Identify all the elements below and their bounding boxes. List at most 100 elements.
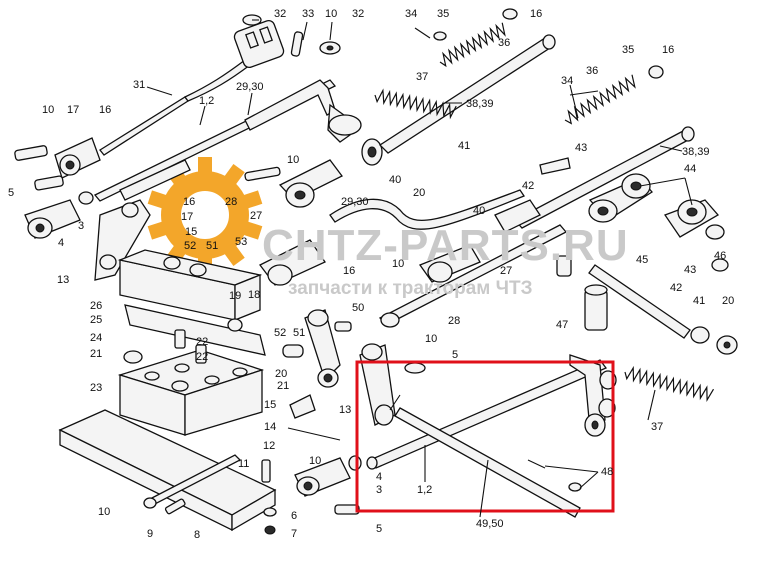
- label-41: 41: [458, 140, 470, 152]
- label-15: 15: [264, 399, 276, 411]
- label-21: 21: [90, 348, 102, 360]
- label-37: 37: [416, 71, 428, 83]
- label-49-50: 49,50: [476, 518, 504, 530]
- label-5: 5: [452, 349, 458, 361]
- label-48: 48: [601, 466, 613, 478]
- gear-tooth: [242, 221, 263, 240]
- label-8: 8: [194, 529, 200, 541]
- label-47: 47: [556, 319, 568, 331]
- label-16: 16: [99, 104, 111, 116]
- label-16: 16: [343, 265, 355, 277]
- label-36: 36: [498, 37, 510, 49]
- label-42: 42: [522, 180, 534, 192]
- label-51: 51: [293, 327, 305, 339]
- label-34: 34: [561, 75, 573, 87]
- rod-31-assembly: [99, 14, 341, 156]
- label-5: 5: [376, 523, 382, 535]
- label-10: 10: [98, 506, 110, 518]
- label-52: 52: [274, 327, 286, 339]
- label-44: 44: [684, 163, 696, 175]
- shaft-1-2-upper: [93, 79, 383, 202]
- rod-29-30: [244, 159, 525, 230]
- bracket-25-26: [117, 249, 266, 356]
- label-32: 32: [352, 8, 364, 20]
- leader-lines: [146, 19, 693, 518]
- rod-42: [588, 264, 738, 355]
- block-23: [117, 329, 265, 436]
- label-13: 13: [339, 404, 351, 416]
- lever-13-center: [282, 309, 352, 419]
- label-34: 34: [405, 8, 417, 20]
- label-43: 43: [684, 264, 696, 276]
- label-52: 52: [184, 240, 196, 252]
- gear-tooth: [242, 190, 263, 209]
- rod-38-39-upper: [374, 8, 556, 154]
- label-17: 17: [67, 104, 79, 116]
- clevis-17-left: [14, 137, 101, 239]
- label-24: 24: [90, 332, 102, 344]
- label-9: 9: [147, 528, 153, 540]
- pin-47: [539, 157, 608, 331]
- label-50: 50: [352, 302, 364, 314]
- label-26: 26: [90, 300, 102, 312]
- label-40: 40: [389, 174, 401, 186]
- label-10: 10: [425, 333, 437, 345]
- label-38-39: 38,39: [682, 146, 710, 158]
- label-12: 12: [263, 440, 275, 452]
- label-36: 36: [586, 65, 598, 77]
- label-43: 43: [575, 142, 587, 154]
- label-7: 7: [291, 528, 297, 540]
- gear-tooth: [147, 190, 168, 209]
- label-16: 16: [662, 44, 674, 56]
- label-29-30: 29,30: [236, 81, 264, 93]
- highlight-frame: [355, 360, 615, 513]
- label-37: 37: [651, 421, 663, 433]
- clevis-3-4-lower: [294, 455, 362, 515]
- label-4: 4: [376, 471, 382, 483]
- label-31: 31: [133, 79, 145, 91]
- label-35: 35: [622, 44, 634, 56]
- lever-44-pair: [588, 173, 729, 272]
- label-22: 22: [196, 336, 208, 348]
- label-10: 10: [325, 8, 337, 20]
- label-46: 46: [714, 250, 726, 262]
- rod-27-28: [259, 199, 568, 328]
- watermark-site: CHTZ-PARTS.RU: [262, 221, 629, 270]
- label-20: 20: [722, 295, 734, 307]
- label-21: 21: [277, 380, 289, 392]
- label-51: 51: [206, 240, 218, 252]
- label-40: 40: [473, 205, 485, 217]
- label-4: 4: [58, 237, 64, 249]
- label-29-30: 29,30: [341, 196, 369, 208]
- label-25: 25: [90, 314, 102, 326]
- watermark-tagline: запчасти к тракторам ЧТЗ: [288, 278, 533, 299]
- label-10: 10: [287, 154, 299, 166]
- label-10: 10: [392, 258, 404, 270]
- callout-labels: 32 33 10 32 34 35 16 36 31 1,2 29,30 37 …: [8, 8, 734, 541]
- label-1-2: 1,2: [417, 484, 432, 496]
- label-3: 3: [376, 484, 382, 496]
- label-10: 10: [309, 455, 321, 467]
- label-6: 6: [291, 510, 297, 522]
- gear-tooth: [198, 157, 212, 173]
- plate-8: [58, 409, 277, 535]
- label-27: 27: [500, 265, 512, 277]
- label-28: 28: [225, 196, 237, 208]
- label-1-2: 1,2: [199, 95, 214, 107]
- label-19: 19: [229, 290, 241, 302]
- label-14: 14: [264, 421, 276, 433]
- bracket-13-left: [94, 159, 191, 281]
- label-27: 27: [250, 210, 262, 222]
- gear-tooth: [147, 221, 168, 240]
- watermark-gear-icon: [147, 157, 263, 273]
- gear-tooth: [224, 244, 245, 267]
- label-20: 20: [413, 187, 425, 199]
- label-28: 28: [448, 315, 460, 327]
- label-17: 17: [181, 211, 193, 223]
- label-15: 15: [185, 226, 197, 238]
- label-33: 33: [302, 8, 314, 20]
- label-41: 41: [693, 295, 705, 307]
- label-18: 18: [248, 289, 260, 301]
- highlighted-assembly: [359, 343, 617, 518]
